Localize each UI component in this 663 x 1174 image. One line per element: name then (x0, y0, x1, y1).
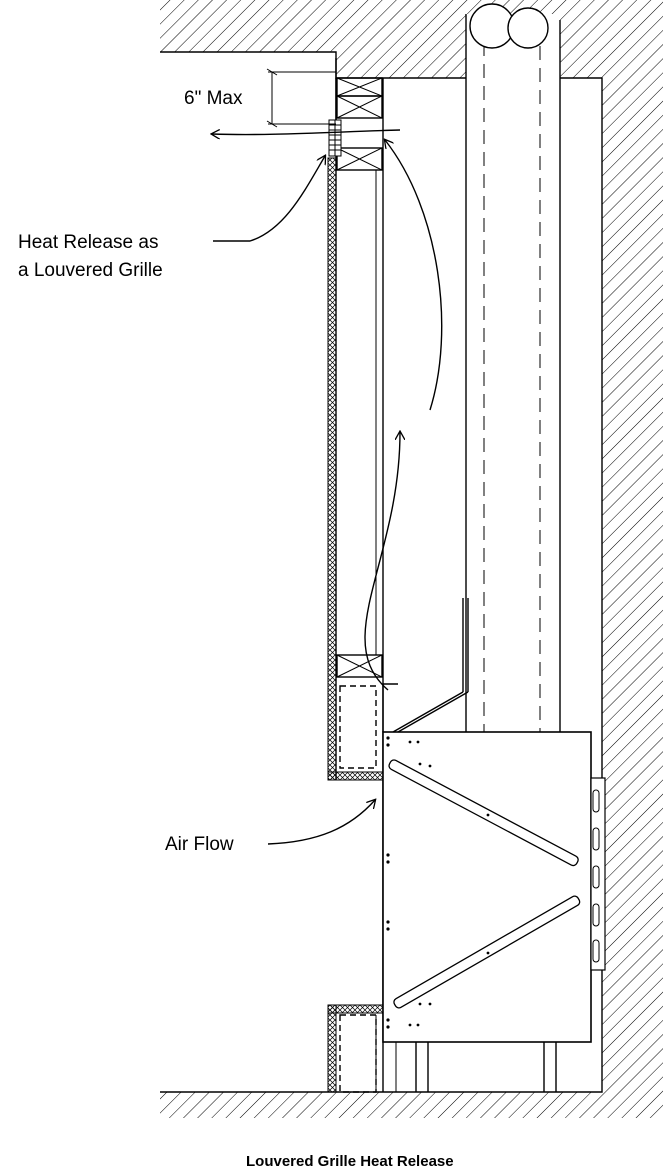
heat-release-label-line2: a Louvered Grille (18, 260, 163, 281)
airflow-arrows (212, 130, 443, 691)
louvered-grille (328, 119, 342, 157)
heat-release-leader (213, 156, 325, 242)
air-flow-leader (267, 800, 375, 845)
airflow-arrow-lower (364, 432, 400, 691)
fireplace-side-panel (590, 777, 606, 971)
air-flow-label: Air Flow (165, 834, 234, 855)
heat-deflector (382, 598, 469, 733)
wall-hatch (160, 0, 663, 1118)
airflow-arrow-upper (385, 140, 443, 411)
dimension-label: 6" Max (184, 88, 243, 109)
diagram-caption: Louvered Grille Heat Release (246, 1153, 454, 1170)
flue-outer-fill (466, 14, 560, 732)
leader-lines (213, 156, 375, 845)
dimension-marker (266, 68, 336, 128)
heat-release-label-line1: Heat Release as (18, 232, 158, 253)
fireplace-unit (382, 731, 606, 1092)
flue-top-circle-2 (507, 7, 549, 49)
chimney-flue (465, 3, 561, 732)
grille-exit-arrow (212, 130, 401, 135)
framing (335, 77, 384, 1093)
drywall-finish (327, 58, 384, 1093)
